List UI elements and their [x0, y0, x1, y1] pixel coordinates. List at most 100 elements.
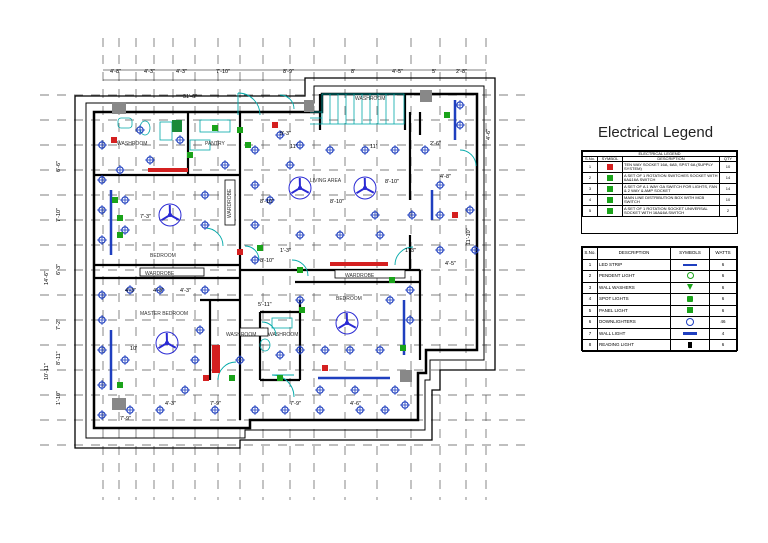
downlight-icon — [465, 205, 475, 215]
downlight-icon — [97, 315, 107, 325]
downlight-icon — [175, 135, 185, 145]
dimension-label: 4'-3" — [180, 288, 191, 294]
switch-icon — [187, 152, 193, 158]
dimension-label: 11' — [370, 144, 377, 150]
switch-icon — [245, 142, 251, 148]
room-label-pantry: PANTRY — [205, 141, 225, 147]
downlight-icon — [275, 130, 285, 140]
socket-icon — [272, 122, 278, 128]
dimension-label: 1'-3" — [280, 248, 291, 254]
downlight-icon — [97, 140, 107, 150]
socket-icon — [203, 375, 209, 381]
downlight-icon — [97, 345, 107, 355]
dimension-label: 7'-9" — [290, 401, 301, 407]
bar-blue-icon — [683, 331, 697, 336]
switch-icon — [299, 307, 305, 313]
downlight-icon — [470, 245, 480, 255]
svg-text:31'-6": 31'-6" — [183, 94, 197, 100]
downlight-icon — [180, 385, 190, 395]
switch-boards — [111, 112, 458, 388]
downlight-icon — [350, 385, 360, 395]
dimension-label: 2'-6" — [430, 141, 441, 147]
downlight-icon — [385, 295, 395, 305]
fan-icon — [353, 176, 377, 200]
room-label-master-bedroom: MASTER BEDROOM — [140, 311, 188, 317]
socket-strip — [330, 262, 388, 266]
switch-symbol-icon — [607, 185, 613, 192]
downlight-icon — [295, 140, 305, 150]
switch-symbol-icon — [607, 174, 613, 181]
switch-icon — [117, 382, 123, 388]
downlight-icon — [250, 220, 260, 230]
room-label-bedroom: BEDROOM — [336, 296, 362, 302]
dimension-label: 4'-8" — [440, 174, 451, 180]
svg-text:4'-3": 4'-3" — [176, 69, 187, 75]
downlight-icon — [370, 210, 380, 220]
dimension-label: 5'-11" — [258, 302, 272, 308]
downlight-icon — [315, 405, 325, 415]
downlight-icon — [345, 345, 355, 355]
svg-text:5': 5' — [432, 69, 436, 75]
svg-text:8'-11": 8'-11" — [56, 351, 62, 365]
switch-symbol-icon — [607, 196, 613, 203]
fan-icon — [288, 176, 312, 200]
socket-icon — [111, 137, 117, 143]
downlight-icon — [120, 225, 130, 235]
downlight-icon — [210, 405, 220, 415]
switch-icon — [257, 245, 263, 251]
dimension-label: 4'-3" — [165, 401, 176, 407]
room-label-wardrobe: WARDROBE — [345, 273, 375, 279]
downlight-icon — [97, 175, 107, 185]
room-label-top: WASHROOM — [355, 96, 385, 102]
dimension-label: 7'-3" — [140, 214, 151, 220]
room-label-washroom: WASHROOM — [226, 332, 256, 338]
svg-text:4'-5": 4'-5" — [392, 69, 403, 75]
svg-text:11'-10": 11'-10" — [466, 228, 472, 245]
socket-strip — [148, 168, 188, 172]
column-header: SYMBOLS — [670, 247, 710, 260]
switch-symbol-icon — [607, 163, 613, 170]
downlight-icon — [455, 120, 465, 130]
room-label-wardrobe: WARDROBE — [145, 271, 175, 277]
svg-text:6'-3": 6'-3" — [56, 264, 62, 275]
switch-icon — [389, 277, 395, 283]
column-block — [304, 100, 314, 112]
switch-icon — [112, 197, 118, 203]
downlight-icon — [405, 285, 415, 295]
svg-text:2'-8": 2'-8" — [456, 69, 467, 75]
dimension-label: 8'-10" — [385, 179, 399, 185]
svg-text:7'-10": 7'-10" — [56, 208, 62, 222]
downlight-icon — [97, 380, 107, 390]
top-dimensions — [103, 69, 486, 81]
cross-blue-icon — [686, 317, 694, 327]
dimension-label: 8'-10" — [260, 199, 274, 205]
downlight-icon — [405, 315, 415, 325]
downlight-icon — [97, 410, 107, 420]
square-green-icon — [687, 307, 693, 314]
dimension-label: 4'-3" — [125, 288, 136, 294]
downlight-icon — [200, 285, 210, 295]
downlight-icon — [135, 125, 145, 135]
dimension-label: 9'-3" — [280, 131, 291, 137]
downlight-icon — [375, 230, 385, 240]
svg-text:7'-2": 7'-2" — [56, 319, 62, 330]
downlight-icon — [155, 285, 165, 295]
dimension-label: 7'-9" — [210, 401, 221, 407]
socket-icon — [452, 212, 458, 218]
socket-icon — [237, 249, 243, 255]
room-label-washroom: WASHROOM — [117, 141, 147, 147]
switch-icon — [117, 215, 123, 221]
downlight-icon — [420, 145, 430, 155]
downlight-icon — [285, 160, 295, 170]
dimension-label: 11' — [290, 144, 297, 150]
downlight-icon — [315, 385, 325, 395]
